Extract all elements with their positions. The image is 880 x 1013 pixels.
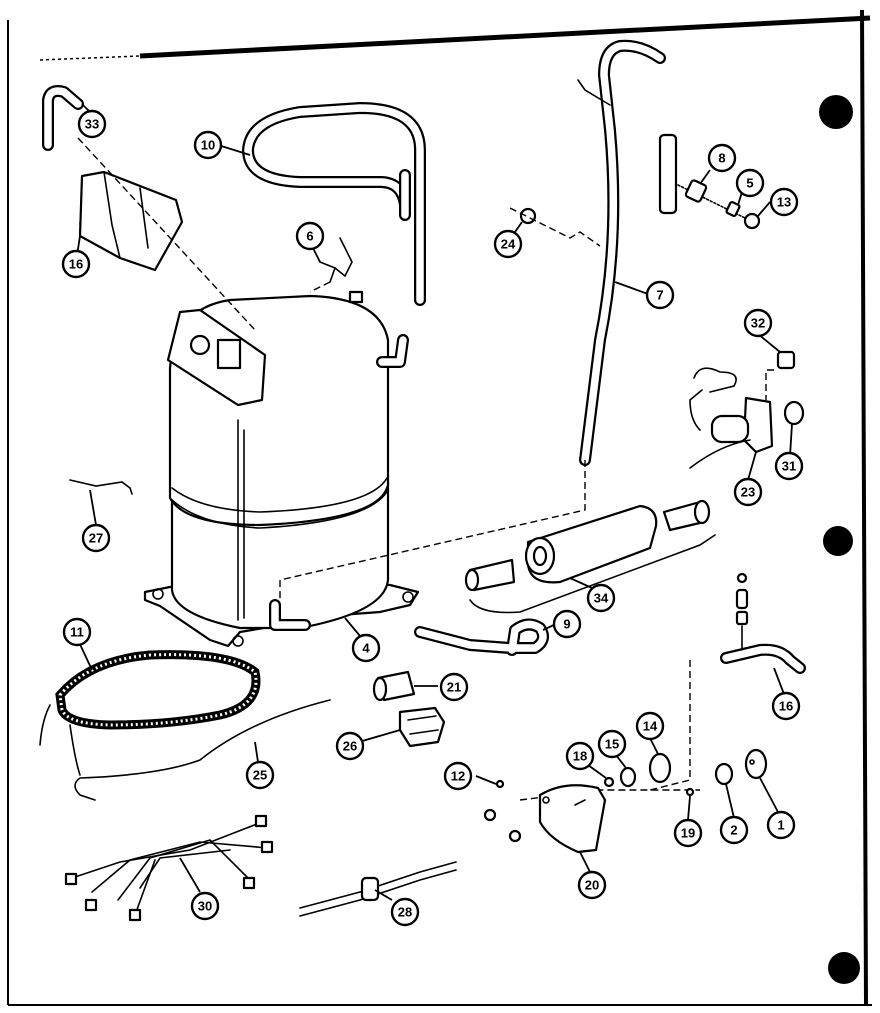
callout-11: 11 [62,617,92,647]
callout-16-right: 16 [771,691,801,721]
accumulator [464,499,716,614]
callout-12: 12 [443,761,473,791]
callout-15: 15 [597,729,627,759]
tube-18 [720,572,806,674]
crankcase-heater-belt [39,650,261,776]
callout-34: 34 [586,583,616,613]
svg-text:25: 25 [253,768,267,783]
svg-text:23: 23 [741,485,755,500]
callout-28: 28 [390,897,420,927]
svg-text:27: 27 [89,531,103,546]
callout-21: 21 [439,672,469,702]
svg-text:34: 34 [594,591,609,606]
terminal-cover [42,85,184,272]
wire-25 [74,699,331,801]
svg-text:13: 13 [777,195,791,210]
svg-text:4: 4 [362,641,370,656]
svg-text:26: 26 [343,739,357,754]
svg-text:1: 1 [777,818,784,833]
svg-text:24: 24 [501,237,516,252]
callout-23: 23 [733,477,763,507]
tube-9 [414,618,550,656]
svg-text:6: 6 [306,229,313,244]
callout-20: 20 [577,870,607,900]
callout-26: 26 [335,731,365,761]
drier-21 [372,670,416,702]
suction-tube-7 [577,39,666,466]
svg-text:31: 31 [782,459,796,474]
callout-25: 25 [245,760,275,790]
callout-18: 18 [565,741,595,771]
callout-33: 33 [77,109,107,139]
svg-text:16: 16 [69,257,83,272]
svg-text:32: 32 [751,316,765,331]
grommet-26 [398,706,446,748]
svg-text:33: 33 [85,117,99,132]
mounting-plate-20 [483,748,768,854]
compressor [143,290,420,648]
clip-6 [319,237,353,283]
callout-5: 5 [735,168,765,198]
fitting-assembly [658,133,761,230]
callout-1: 1 [766,810,796,840]
svg-text:2: 2 [730,823,737,838]
callout-13: 13 [769,187,799,217]
svg-text:30: 30 [198,899,212,914]
svg-text:19: 19 [681,826,695,841]
callout-7: 7 [645,280,675,310]
callout-6: 6 [295,221,325,251]
svg-text:28: 28 [398,905,412,920]
wire-28 [299,861,457,917]
callout-32: 32 [743,308,773,338]
svg-text:9: 9 [563,617,570,632]
svg-text:11: 11 [70,625,84,640]
wire-harness-30 [64,814,274,922]
svg-text:16: 16 [779,699,793,714]
callout-24: 24 [493,229,523,259]
callout-8: 8 [707,143,737,173]
nut-24 [509,207,601,247]
callout-16-top: 16 [61,249,91,279]
callout-9: 9 [552,609,582,639]
svg-text:15: 15 [605,737,619,752]
svg-text:10: 10 [201,138,215,153]
callout-31: 31 [774,451,804,481]
callout-4: 4 [351,633,381,663]
svg-text:20: 20 [585,878,599,893]
page-border [7,9,872,1006]
svg-text:12: 12 [451,769,465,784]
svg-text:14: 14 [643,719,658,734]
svg-text:21: 21 [447,680,461,695]
discharge-tube-10 [242,102,426,306]
callout-27: 27 [81,523,111,553]
callout-30: 30 [190,891,220,921]
svg-text:5: 5 [746,176,753,191]
callout-19: 19 [673,818,703,848]
svg-text:18: 18 [573,749,587,764]
callout-2: 2 [719,815,749,845]
valve-assembly [689,350,805,469]
clip-27 [69,479,133,495]
svg-text:8: 8 [718,151,725,166]
callout-10: 10 [193,130,223,160]
svg-text:7: 7 [656,288,663,303]
callout-14: 14 [635,711,665,741]
